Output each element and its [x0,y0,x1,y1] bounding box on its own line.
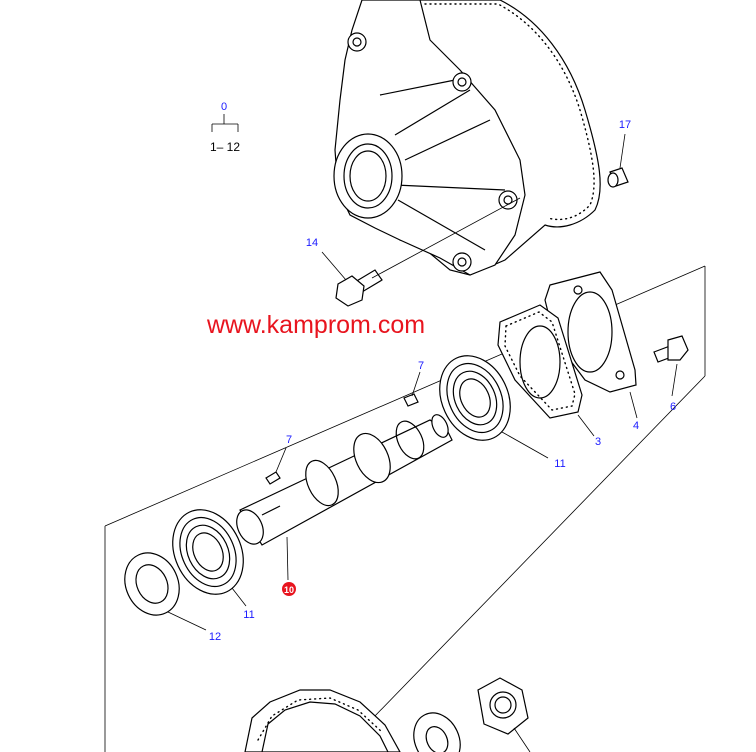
callout-17: 17 [619,119,631,131]
callout-14: 14 [306,237,318,249]
housing-part [333,0,601,276]
callout-7-left: 7 [286,434,292,446]
callout-4: 4 [633,420,639,432]
nut-part [477,677,531,752]
gasket-part [497,304,595,437]
shaft-part [236,414,453,581]
seal-part [124,552,207,631]
key-part-right [403,371,421,407]
assembly-range: 1– 12 [210,140,240,154]
dowel-pin-part [607,133,629,188]
assembly-number: 0 [221,101,227,113]
bolt-part-6 [653,335,689,397]
bolt-part-14 [321,197,521,307]
bearing-part-left [172,509,247,607]
callout-12: 12 [209,631,221,643]
callout-6: 6 [670,401,676,413]
gear-part [244,689,401,752]
callout-11-right: 11 [554,458,565,470]
washer-part [413,712,461,752]
key-part-left [265,447,287,485]
callout-7-right: 7 [418,360,424,372]
assembly-reference: 0 1– 12 [210,101,240,154]
watermark-text: www.kamprom.com [206,311,425,339]
callout-10-highlight: 10 [282,582,296,596]
bearing-part-right [439,355,549,459]
callout-3: 3 [595,436,601,448]
callout-10: 10 [284,585,294,595]
callout-11-left: 11 [243,609,254,621]
